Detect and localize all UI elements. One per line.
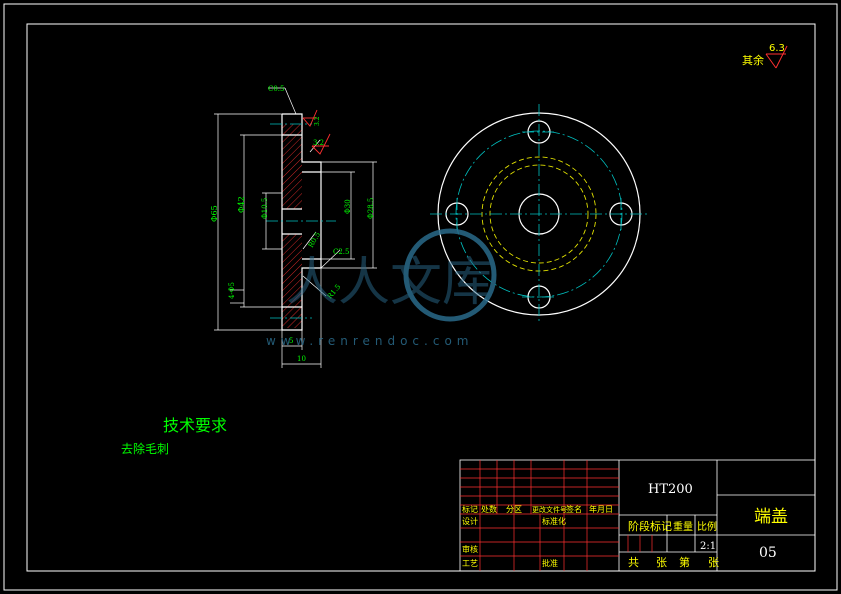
outer-frame (3, 3, 838, 591)
dim-phi30-label: Φ30 (344, 199, 352, 214)
tb-part-name: 端盖 (754, 507, 788, 527)
tb-header-zone: 分区 (506, 505, 522, 514)
dim-4phi5-label: 4-Φ5 (228, 282, 236, 299)
tb-scale-label: 比例 (697, 520, 717, 533)
tb-row-approve: 批准 (542, 558, 558, 568)
watermark-logo-text: 人人文库 (286, 253, 494, 313)
dim-r0-5-label: R0.5 (307, 231, 322, 249)
tb-row-standard: 标准化 (542, 516, 566, 526)
tb-header-change-doc: 更改文件号 (532, 505, 567, 514)
title-block: 标记 处数 分区 更改文件号 签名 年月日 设计 标准化 审核 工艺 批准 HT… (459, 459, 816, 572)
section-centerlines (266, 123, 336, 319)
dim-phi10-5-label: Φ10.5 (261, 198, 269, 219)
section-dimensions (214, 87, 377, 368)
section-roughness-icon (302, 109, 331, 155)
tb-row-design: 设计 (462, 516, 478, 526)
watermark-url: www.renrendoc.com (266, 334, 473, 348)
roughness-note-label: 其余 (742, 53, 764, 67)
roughness-note-value: 6.3 (769, 43, 785, 54)
dim-c2-5-label: C2.5 (333, 248, 350, 256)
tb-drawing-no: 05 (759, 545, 777, 561)
tb-header-count: 处数 (481, 504, 497, 514)
dim-phi65-label: Φ65 (210, 205, 219, 222)
dim-5-label: 5 (289, 337, 293, 345)
tb-row-review: 审核 (462, 544, 478, 554)
dim-phi28-5-label: Φ28.5 (367, 198, 375, 219)
watermark-logo-icon (403, 228, 497, 322)
tb-header-date: 年月日 (589, 504, 613, 514)
tb-sheet-no: 第 (679, 555, 690, 569)
tech-requirement-item: 去除毛刺 (121, 441, 169, 456)
roughness-symbol-icon (765, 45, 788, 69)
tb-sheets-total: 共 (628, 556, 639, 569)
tb-material: HT200 (648, 482, 693, 497)
watermark: 人人文库 www.renrendoc.com (266, 228, 497, 348)
chamfer-top-label: C0.5 (268, 85, 285, 93)
tb-header-sign: 签名 (566, 504, 582, 514)
roughness-a-label: 3.2 (314, 116, 321, 126)
dim-10-label: 10 (297, 355, 306, 363)
section-view: C0.5 3.2 3.2 Φ65 Φ42 Φ10.5 Φ30 Φ28.5 R0.… (210, 85, 377, 368)
front-view (430, 104, 648, 324)
tb-row-process: 工艺 (462, 559, 478, 568)
tb-scale-value: 2:1 (700, 541, 716, 552)
tb-stage-label: 阶段标记 (628, 519, 672, 533)
tb-sheets-unit: 张 (656, 556, 667, 569)
tb-weight-label: 重量 (673, 520, 693, 533)
roughness-b-label: 3.2 (313, 139, 324, 147)
tech-requirements-title: 技术要求 (163, 416, 227, 435)
inner-frame (26, 23, 816, 572)
tb-header-mark: 标记 (462, 504, 478, 514)
front-centerlines (430, 104, 648, 324)
section-hatch (282, 124, 302, 328)
tb-sheet-unit: 张 (708, 556, 719, 569)
dim-phi42-label: Φ42 (237, 196, 246, 213)
